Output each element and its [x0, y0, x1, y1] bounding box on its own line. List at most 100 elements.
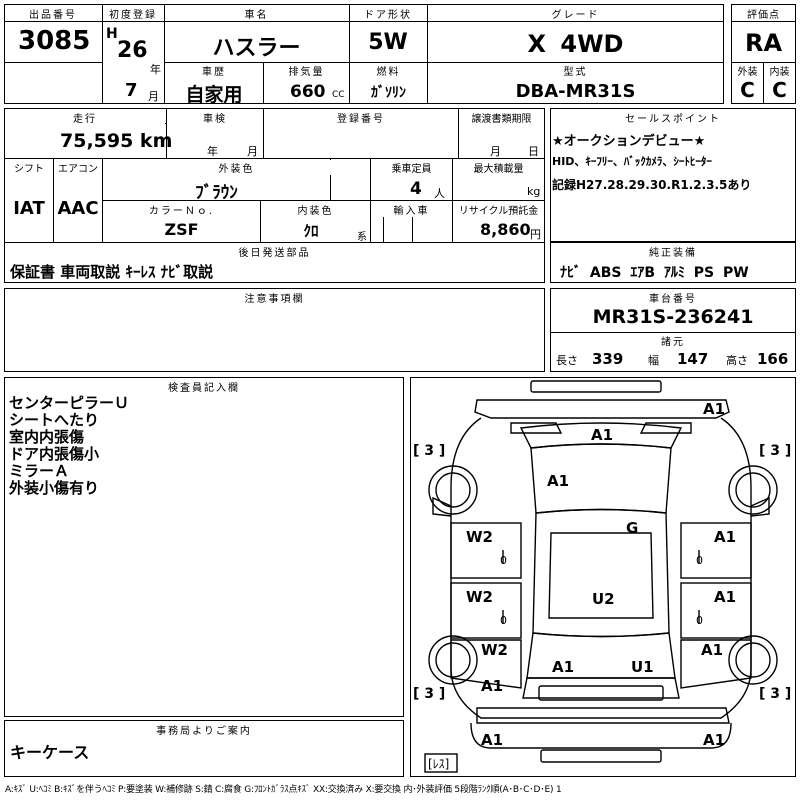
later-parts-label: 後日発送部品: [5, 244, 544, 259]
tire-rear-right: [ 3 ]: [759, 686, 791, 702]
mark-roof: G: [626, 519, 638, 537]
first-reg-month: 7: [125, 80, 138, 101]
equipment-block: [550, 242, 796, 283]
equipment: ﾅﾋﾞ ABS ｴｱB ｱﾙﾐ PS PW: [560, 265, 749, 281]
height-label: 高さ: [726, 354, 748, 367]
history-label: 車歴: [165, 63, 263, 78]
first-reg-label: 初度登録: [103, 6, 163, 21]
inspection-month: 月: [247, 145, 258, 158]
capacity: 4: [410, 179, 422, 199]
displacement-label: 排気量: [264, 63, 349, 78]
mark-right-rear-door: A1: [714, 588, 736, 606]
sales-label: セールスポイント: [551, 110, 795, 125]
dims-label: 諸元: [551, 333, 795, 348]
inspection-year: 年: [207, 145, 218, 158]
inspector-block: [4, 377, 404, 717]
color-no-label: カラーＮｏ.: [103, 202, 260, 217]
width: 147: [677, 350, 709, 368]
sales-line-1: ★オークションデビュー★: [552, 134, 706, 149]
mark-front-bumper: A1: [703, 400, 725, 418]
model: DBA-MR31S: [515, 81, 636, 102]
grade: X 4WD: [527, 30, 624, 58]
chassis-block: [550, 288, 796, 372]
capacity-label: 乗車定員: [371, 160, 452, 175]
ext-color: ﾌﾞﾗｳﾝ: [195, 183, 238, 203]
inspector-line: ドア内張傷小: [9, 445, 100, 463]
inspector-line: センターピラーＵ: [9, 394, 130, 412]
mark-rear-bumper-left: A1: [481, 731, 503, 749]
equipment-label: 純正装備: [551, 244, 795, 259]
mileage: 75,595 km: [60, 130, 173, 152]
mark-windshield: A1: [591, 426, 613, 444]
mark-right-front-door: A1: [714, 528, 736, 546]
tire-front-right: [ 3 ]: [759, 443, 791, 459]
interior-label: 内装: [764, 63, 795, 78]
chassis-no: MR31S-236241: [592, 306, 754, 328]
length-label: 長さ: [556, 354, 578, 367]
first-reg-year: 26: [117, 38, 148, 63]
ext-color-label: 外装色: [103, 160, 370, 175]
transfer-month: 月: [490, 145, 501, 158]
door-label: ドア形状: [350, 6, 426, 21]
office-note: キーケース: [10, 743, 90, 762]
length: 339: [592, 350, 624, 368]
chassis-label: 車台番号: [551, 290, 795, 305]
door: 5W: [368, 30, 408, 55]
capacity-unit: 人: [434, 187, 445, 200]
first-reg-year-unit: 年: [150, 63, 161, 76]
mark-left-front-door: W2: [466, 528, 493, 546]
load-unit: kg: [527, 185, 541, 198]
car-name-label: 車名: [165, 6, 348, 21]
history: 自家用: [185, 84, 243, 106]
car-diagram-svg: A1 A1 A1 G W2 W2 W2 A1 A1 A1 U2 A1 U1 A1…: [413, 380, 791, 773]
inspector-line: シートへたり: [9, 411, 100, 429]
exterior-grade: C: [740, 78, 755, 102]
legend: A:ｷｽﾞ U:ﾍｺﾐ B:ｷｽﾞを伴うﾍｺﾐ P:要塗装 W:補修跡 S:錆 …: [5, 785, 562, 795]
sales-line-2: HID、ｷｰﾌﾘｰ、ﾊﾞｯｸｶﾒﾗ、ｼｰﾄﾋｰﾀｰ: [552, 155, 712, 168]
tire-rear-left: [ 3 ]: [413, 686, 445, 702]
spare-tire-label: [ﾚｽ]: [428, 757, 449, 771]
mark-rear-bumper-right: A1: [703, 731, 725, 749]
mark-left-quarter: A1: [481, 677, 503, 695]
car-diagram: A1 A1 A1 G W2 W2 W2 A1 A1 A1 U2 A1 U1 A1…: [410, 377, 796, 777]
grade-label: グレード: [428, 6, 723, 21]
notes-block: [4, 288, 545, 372]
sales-block: [550, 108, 796, 242]
inspector-line: ミラーＡ: [9, 462, 70, 480]
inspector-label: 検査員記入欄: [5, 379, 403, 394]
height: 166: [757, 350, 789, 368]
color-no: ZSF: [164, 220, 199, 239]
ac: AAC: [57, 198, 99, 219]
inspector-line: 室内内張傷: [9, 428, 85, 446]
transfer-day: 日: [528, 145, 539, 158]
mark-center: U2: [592, 590, 615, 608]
transfer-label: 譲渡書類期限: [459, 110, 544, 125]
fuel: ｶﾞｿﾘﾝ: [371, 85, 406, 101]
int-color: ｸﾛ: [303, 222, 319, 240]
fuel-label: 燃料: [350, 63, 427, 78]
exterior-label: 外装: [732, 63, 763, 78]
first-reg-month-unit: 月: [148, 90, 159, 103]
int-color-label: 内装色: [261, 202, 370, 217]
mark-hood: A1: [547, 472, 569, 490]
ac-label: エアコン: [54, 160, 102, 175]
inspector-notes: センターピラーＵ シートへたり 室内内張傷 ドア内張傷小 ミラーＡ 外装小傷有り: [9, 395, 129, 497]
import-label: 輸入車: [371, 202, 452, 217]
mark-left-rear-fender: W2: [481, 641, 508, 659]
header-block: [4, 4, 724, 104]
details-block: [4, 108, 545, 283]
displacement-unit: CC: [332, 90, 345, 100]
score: RA: [744, 29, 783, 57]
mark-right-rear-fender: A1: [701, 641, 723, 659]
recycle-fee: 8,860: [480, 220, 531, 239]
office-block: [4, 720, 404, 777]
mark-left-rear-door: W2: [466, 588, 493, 606]
tire-front-left: [ 3 ]: [413, 443, 445, 459]
interior-grade: C: [772, 78, 787, 102]
sales-line-3: 記録H27.28.29.30.R1.2.3.5あり: [552, 178, 752, 192]
shift-label: シフト: [5, 160, 53, 175]
mileage-label: 走行: [5, 110, 165, 125]
zero-marker: 0: [696, 614, 703, 627]
lot-no: 3085: [18, 26, 91, 56]
inspection-label: 車検: [167, 110, 263, 125]
